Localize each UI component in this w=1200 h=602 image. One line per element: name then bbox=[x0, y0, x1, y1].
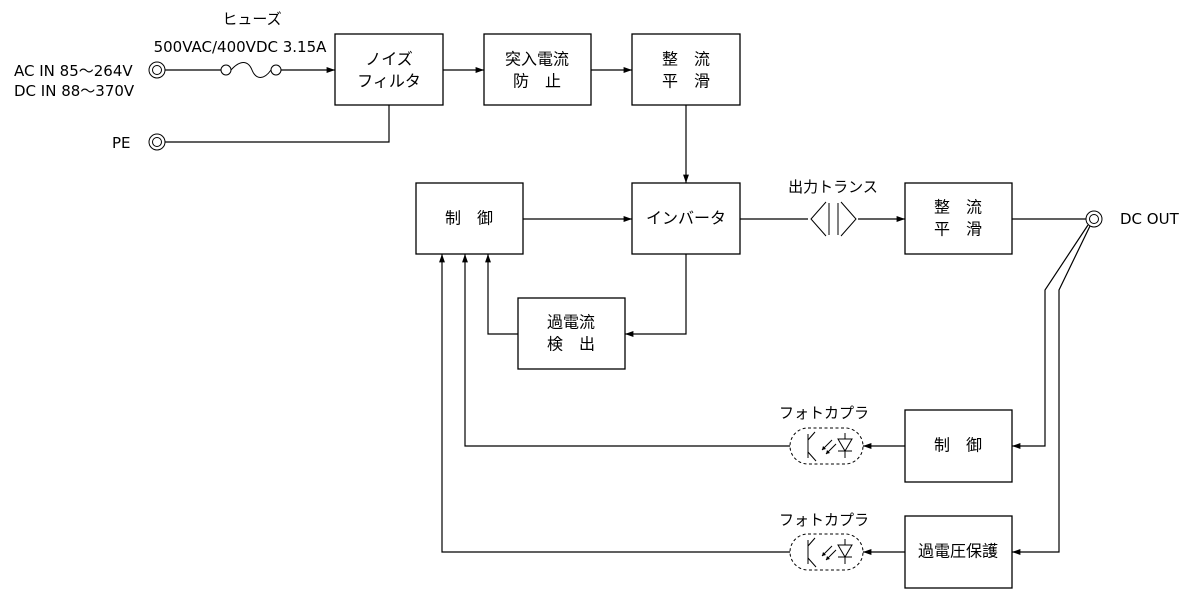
control-secondary-block: 制 御 bbox=[904, 409, 1013, 483]
photocoupler1-label: フォトカプラ bbox=[779, 404, 869, 422]
wire-out-overvoltage bbox=[1012, 225, 1091, 555]
overcurrent-detect-block: 過電流 検 出 bbox=[517, 297, 626, 370]
noise-filter-label-2: フィルタ bbox=[357, 72, 421, 91]
transformer-symbol bbox=[810, 201, 857, 237]
control-sec-label: 制 御 bbox=[934, 436, 982, 455]
inrush-label-1: 突入電流 bbox=[505, 50, 569, 69]
rectifier2-label-1: 整 流 bbox=[934, 198, 982, 217]
wire-out-control-sec bbox=[1012, 224, 1089, 449]
inrush-label-2: 防 止 bbox=[513, 72, 561, 91]
rectifier1-label-2: 平 滑 bbox=[662, 72, 710, 91]
fuse-symbol bbox=[220, 62, 282, 78]
dc-out-label: DC OUT bbox=[1120, 210, 1180, 228]
wire-pc2-control bbox=[439, 253, 790, 553]
pe-terminal bbox=[148, 133, 166, 151]
inrush-limit-block: 突入電流 防 止 bbox=[483, 33, 592, 106]
ac-in-label: AC IN 85～264V bbox=[14, 62, 133, 80]
input-terminal bbox=[148, 61, 166, 79]
control-main-block: 制 御 bbox=[415, 182, 524, 255]
photocoupler2-label: フォトカプラ bbox=[779, 511, 869, 529]
noise-filter-label-1: ノイズ bbox=[365, 50, 413, 69]
rectifier1-label-1: 整 流 bbox=[662, 50, 710, 69]
overcurrent-label-1: 過電流 bbox=[547, 313, 595, 332]
control-main-label: 制 御 bbox=[445, 209, 493, 228]
overvoltage-protect-block: 過電圧保護 bbox=[904, 515, 1013, 589]
wire-pc1-control bbox=[462, 253, 790, 447]
rectifier-secondary-block: 整 流 平 滑 bbox=[904, 182, 1013, 255]
dc-out-terminal bbox=[1085, 210, 1103, 228]
wire-overcurrent-control bbox=[485, 253, 518, 335]
photocoupler2-symbol bbox=[789, 533, 864, 571]
transformer-label: 出力トランス bbox=[788, 178, 878, 196]
fuse-title: ヒューズ bbox=[222, 10, 281, 28]
rectifier-primary-block: 整 流 平 滑 bbox=[631, 33, 741, 106]
inverter-label: インバータ bbox=[646, 209, 726, 228]
photocoupler1-symbol bbox=[789, 427, 864, 465]
fuse-rating: 500VAC/400VDC 3.15A bbox=[154, 38, 328, 56]
inverter-block: インバータ bbox=[631, 182, 741, 255]
overcurrent-label-2: 検 出 bbox=[547, 335, 595, 354]
wire-inverter-overcurrent bbox=[625, 254, 687, 337]
rectifier2-label-2: 平 滑 bbox=[934, 220, 982, 239]
dc-in-label: DC IN 88～370V bbox=[14, 82, 135, 100]
overvoltage-label: 過電圧保護 bbox=[918, 542, 998, 561]
pe-label: PE bbox=[112, 134, 131, 152]
noise-filter-block: ノイズ フィルタ bbox=[334, 33, 444, 106]
wire-pe-filter bbox=[165, 105, 390, 143]
